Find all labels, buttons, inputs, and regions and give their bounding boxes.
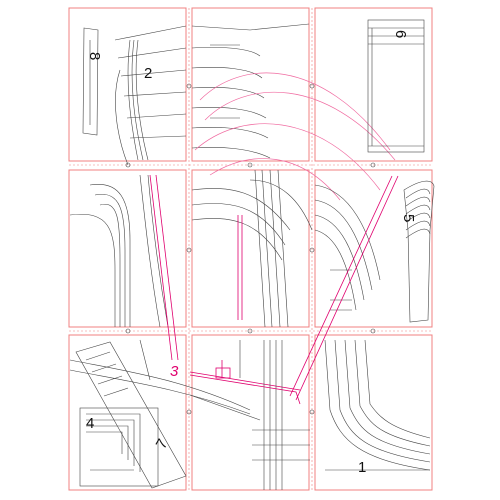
piece-label-4: 4 [86,415,94,432]
pattern-piece-6 [367,19,425,153]
pink-diagonal-seams [149,174,399,401]
page-tiles [68,7,433,491]
pattern-piece-7 [75,341,187,489]
pink-seam-curves [194,72,396,201]
piece-label-6: 6 [392,30,409,38]
tile-alignment-marks [125,83,376,415]
piece-label-3: 3 [170,363,179,380]
tile-cut-guides [69,8,432,490]
tile-r1-c3 [314,7,433,162]
pattern-piece-5 [403,180,435,323]
tile-r1-c1 [68,7,187,162]
tile-r1-c2 [191,7,310,162]
tile-r2-c2 [191,169,310,328]
pink-construction-lines [189,360,301,405]
tile-r2-c1 [68,169,187,328]
piece-label-2: 2 [144,65,152,82]
pattern-piece-middle [69,169,381,328]
piece-label-8: 8 [86,52,103,60]
tile-r3-c2 [191,334,310,491]
piece-label-5: 5 [400,214,417,222]
tile-r3-c3 [314,334,433,491]
pattern-piece-1 [252,339,431,490]
tile-r2-c3 [314,169,433,328]
piece-labels: 2 8 6 5 3 4 7 1 [86,30,417,476]
piece-label-1: 1 [358,459,366,476]
tile-r3-c1 [68,334,187,491]
pattern-piece-2 [114,25,187,166]
pattern-piece-8 [82,27,99,136]
piece-label-7: 7 [153,436,172,452]
pattern-piece-4 [79,407,159,487]
pattern-piece-top-center [191,23,310,159]
